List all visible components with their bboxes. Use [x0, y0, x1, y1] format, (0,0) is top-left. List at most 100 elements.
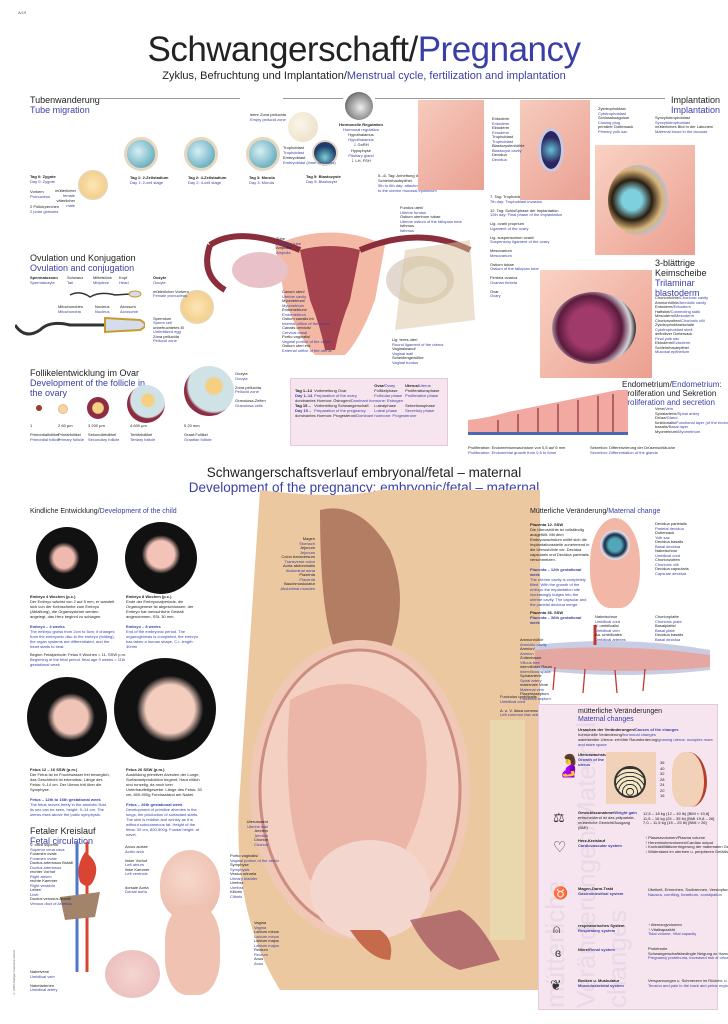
two-cell-stage	[124, 137, 158, 171]
trilaminar-heading: 3-blättrige Keimscheibe Trilaminar blast…	[655, 258, 707, 298]
morula	[246, 137, 280, 171]
uterus-labels-top-right: Fundus uteri/Uterine fundus Ostium uteri…	[400, 205, 462, 233]
four-cell-stage	[184, 137, 218, 171]
zygote-label: Tag 0: Zygote Day 0: Zygote Vorkern Pron…	[30, 174, 60, 214]
trilaminar-labels: Chorionhöhle/Chorionic cavity Amnionhöhl…	[655, 295, 709, 354]
fetus-12-weeks-text: Fetus 12 – 16 SSW (p.m.)Der Fetus ist im…	[30, 767, 110, 817]
empty-zona	[288, 112, 318, 142]
stomach-icon: ♉	[553, 886, 568, 900]
pregnant-silhouette-icon: 🤰	[555, 753, 583, 778]
uterus-illustration	[204, 232, 475, 355]
divider	[283, 98, 343, 99]
endometrium-labels: Vene/Vein Spiralarterie/Spiral artery Dr…	[655, 406, 728, 434]
musculoskeletal-effects: Verspannungen u. Schmerzen im Rücken- u.…	[648, 978, 728, 988]
attachment-note: 5.–6. Tag: Anheftung der Blastozyste am …	[378, 173, 455, 193]
fetal-period-note: Beginn Fetalperiode: Fetus 9 Wochen = 11…	[30, 652, 127, 667]
fetus-12-weeks-image	[27, 677, 107, 757]
follicle-stage-1	[36, 405, 42, 411]
child-development-heading: Kindliche Entwicklung/Development of the…	[30, 508, 177, 515]
endometrium-footer: Proliferation: Endometriumwachstum von 0…	[468, 445, 566, 455]
placenta-disc	[105, 950, 160, 998]
zygote-cell	[78, 170, 108, 200]
gastrointestinal-effects: Übelkeit, Erbrechen, Sodbrennen, Verstop…	[648, 887, 728, 897]
embryo-in-uterus	[600, 530, 630, 560]
poster-code: A/19	[18, 10, 27, 15]
fundus-week-scale: 36 40 32 28 24 20 16	[660, 760, 665, 798]
poster-title: Schwangerschaft/Pregnancy	[147, 30, 581, 69]
heart-icon: ♡	[553, 839, 567, 856]
divider	[92, 98, 240, 99]
implantation-heading: Implantation Implantation	[670, 95, 720, 115]
zygote-pronucleus-labels: mütterlicher female väterlicher male	[55, 188, 76, 208]
endometrium-footer: Sekretion: Differenzierung der Drüsensch…	[590, 445, 676, 455]
sperm-illustration	[15, 290, 145, 336]
follicle-stage-3	[87, 397, 109, 419]
tube-migration-heading: Tubenwanderung Tube migration	[30, 95, 100, 115]
maternal-changes-heading: mütterliche Veränderungen Maternal chang…	[578, 708, 663, 723]
oocyte-cell	[180, 290, 214, 324]
causes-text: Ursachen der Veränderungen/Causes of the…	[578, 727, 713, 747]
maternal-change-heading: Mütterliche Veränderung/Maternal change	[530, 508, 661, 515]
cycle-table-grid: Ovar/Ovary Uterus/Uterus Tag 1–14 Vorber…	[295, 383, 440, 418]
sagittal-pregnancy-illustration	[238, 490, 540, 990]
ovulation-heading: Ovulation und Konjugation Ovulation and …	[30, 253, 136, 273]
scale-icon: ⚖	[553, 810, 565, 825]
follicle-heading: Follikelentwicklung im Ovar Development …	[30, 368, 146, 398]
fetal-circulation-heart	[60, 842, 100, 972]
weight-gain-text: Gewichtszunahme/Weight gain entscheidend…	[578, 810, 637, 830]
lungs-icon: ⍝	[553, 922, 561, 936]
embryo-4-weeks-text: Embryo 4 Wochen (p.c.)Der Embryo wächst …	[30, 594, 115, 649]
follicle-stage-2	[58, 404, 68, 414]
sagittal-labels-pelvic: Portio vaginalis/Vaginal portion of the …	[230, 853, 280, 899]
uterus-fundus-rings	[614, 766, 646, 798]
abdomen-front-illustration	[606, 752, 656, 804]
implantation-embryo-1	[538, 128, 564, 172]
endometrium-heading: Endometrium/Endometrium: Proliferation u…	[622, 380, 722, 407]
abdomen-side-illustration	[672, 752, 707, 807]
weight-gain-values: 12,5 – 18 kg (12 – 40 lb) [BMI < 19,8] 1…	[643, 811, 715, 825]
fetus-26-weeks-text: Fetus 26 SSW (p.m.)Ausbildung primitiver…	[126, 767, 202, 837]
embryo-8-weeks-image	[125, 522, 197, 594]
cardiovascular-effects: ↑ Plasmavolumen/Plasma volume ↑ Herzminu…	[645, 835, 728, 854]
embryo-4-weeks-image	[36, 527, 98, 589]
blastocyst	[312, 140, 338, 166]
divider	[375, 98, 665, 99]
placenta-36-illustration	[535, 625, 710, 694]
pelvis-icon: ❦	[550, 977, 562, 993]
cycle-table: Ovar/Ovary Uterus/Uterus Tag 1–14 Vorber…	[290, 378, 448, 446]
